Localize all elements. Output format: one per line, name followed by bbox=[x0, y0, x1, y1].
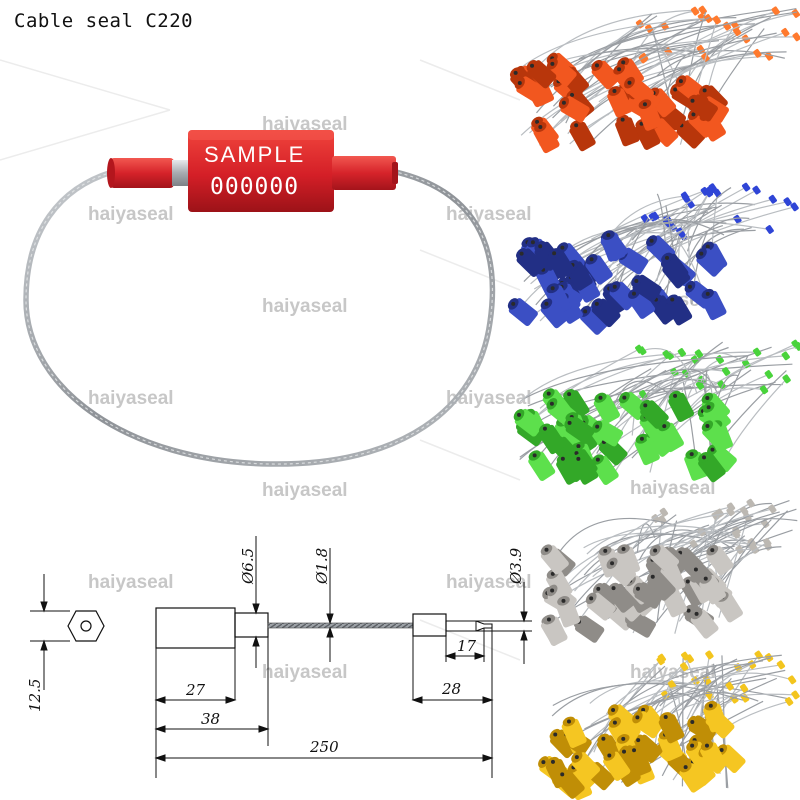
seal-bundle-orange bbox=[509, 5, 800, 154]
seal-body bbox=[188, 130, 334, 212]
seal-serial-number: 000000 bbox=[210, 174, 299, 200]
drawing-cable bbox=[267, 622, 414, 629]
dim-tail-length: 28 bbox=[441, 680, 461, 698]
dim-total-length: 250 bbox=[309, 738, 339, 756]
seal-bundle-grey bbox=[540, 498, 798, 646]
drawing-collar bbox=[234, 612, 269, 638]
dim-tail-diameter: Ø3.9 bbox=[507, 547, 525, 585]
watermark-text: haiyaseal bbox=[262, 480, 348, 501]
dim-hex-height: 12.5 bbox=[26, 679, 44, 712]
seal-bundle-blue bbox=[507, 182, 799, 335]
seal-metal-sleeve bbox=[172, 160, 190, 186]
seal-label-sample: SAMPLE bbox=[204, 142, 305, 167]
dim-cable-diameter: Ø1.8 bbox=[313, 548, 331, 585]
page-title: Cable seal C220 bbox=[14, 10, 194, 32]
seal-collar bbox=[110, 158, 174, 188]
sample-seal: SAMPLE 000000 bbox=[23, 130, 496, 467]
watermark-text: haiyaseal bbox=[88, 204, 174, 225]
seal-bundle-green bbox=[513, 339, 800, 485]
technical-drawing bbox=[30, 536, 532, 778]
watermark-text: haiyaseal bbox=[446, 204, 532, 225]
watermark-text: haiyaseal bbox=[446, 572, 532, 593]
dimension-labels: 12.5 Ø6.5 Ø1.8 Ø3.9 17 27 28 38 250 bbox=[26, 547, 525, 756]
seal-cable-loop bbox=[23, 169, 496, 467]
drawing-tail bbox=[412, 613, 447, 637]
watermark-text: haiyaseal bbox=[88, 572, 174, 593]
seal-tail bbox=[332, 156, 396, 190]
dim-head-with-collar: 38 bbox=[201, 710, 220, 728]
seal-bundles bbox=[507, 5, 800, 800]
seal-bundle-yellow bbox=[538, 650, 800, 800]
hex-end-view bbox=[30, 574, 105, 690]
watermark-text: haiyaseal bbox=[262, 662, 348, 683]
dim-tail-tip-length: 17 bbox=[457, 637, 477, 655]
drawing-head bbox=[155, 607, 236, 649]
watermark-text: haiyaseal bbox=[262, 114, 348, 135]
dim-head-diameter: Ø6.5 bbox=[239, 548, 257, 585]
watermark-text: haiyaseal bbox=[446, 388, 532, 409]
watermark-text: haiyaseal bbox=[262, 296, 348, 317]
watermark-text: haiyaseal bbox=[88, 388, 174, 409]
dim-head-length: 27 bbox=[185, 681, 206, 699]
watermark-text: haiyaseal bbox=[630, 478, 716, 499]
